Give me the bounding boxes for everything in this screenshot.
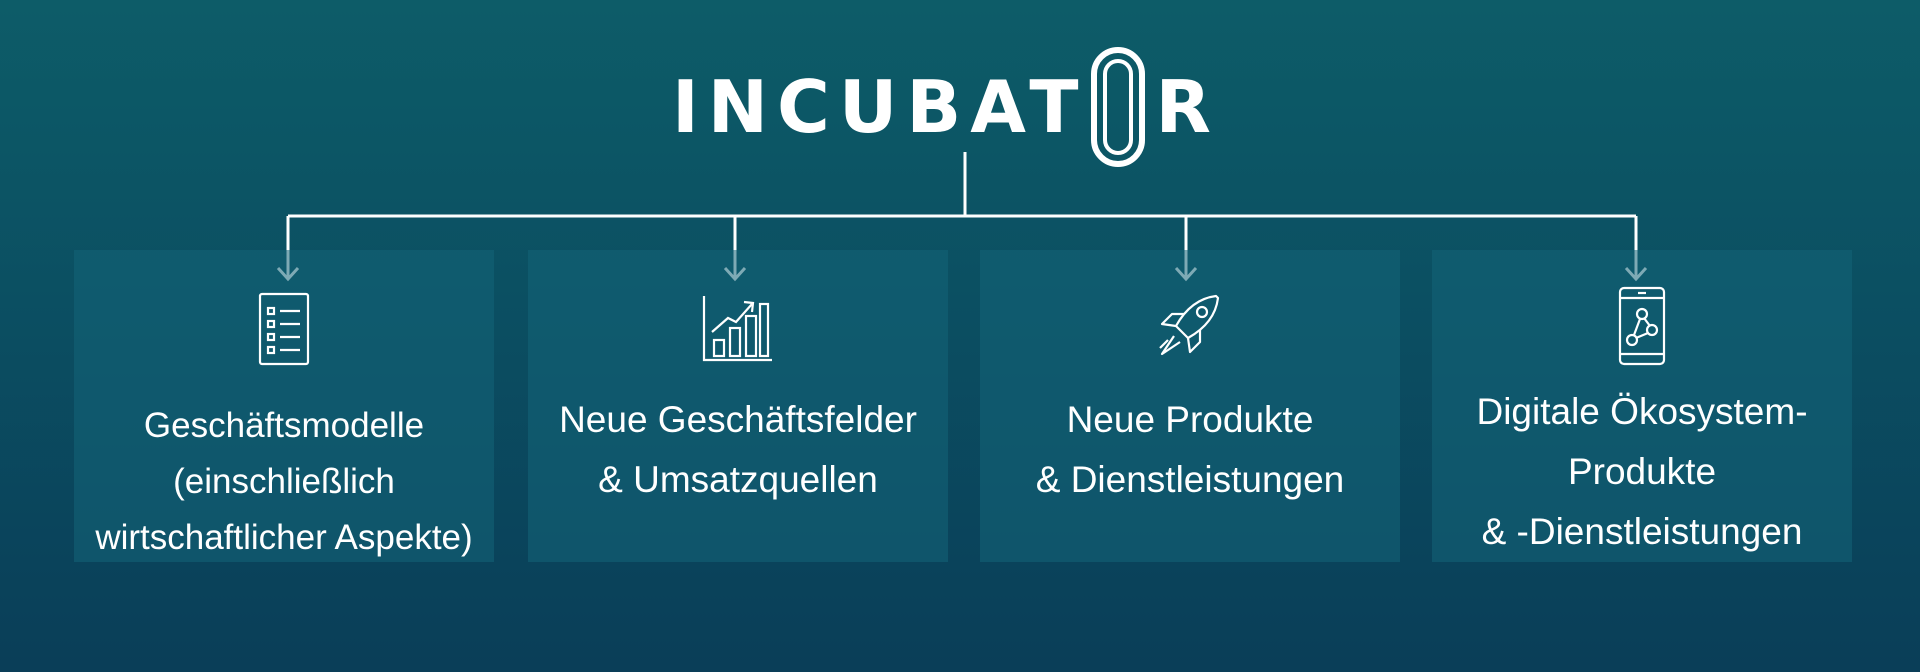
box-1-line-1: Geschäftsmodelle — [143, 406, 425, 445]
growth-chart-icon — [702, 296, 772, 362]
box-3-line-2: & Dienstleistungen — [1035, 459, 1345, 500]
box-geschaeftsmodelle: Geschäftsmodelle (einschließlich wirtsch… — [74, 250, 494, 562]
box-produkte: Neue Produkte & Dienstleistungen — [980, 250, 1400, 562]
box-1-line-2: (einschließlich — [173, 462, 395, 501]
box-4-line-1: Digitale Ökosystem- — [1476, 391, 1808, 432]
box-1-label: Geschäftsmodelle (einschließlich wirtsch… — [74, 398, 494, 566]
logo-text-start: INCUBAT — [672, 65, 1088, 149]
checklist-icon — [258, 292, 310, 366]
logo-text-end: R — [1155, 65, 1220, 149]
box-2-line-2: & Umsatzquellen — [598, 459, 878, 500]
box-oekosystem: Digitale Ökosystem- Produkte & -Dienstle… — [1432, 250, 1852, 562]
box-3-line-1: Neue Produkte — [1066, 399, 1314, 440]
box-4-line-3: & -Dienstleistungen — [1481, 511, 1803, 552]
box-2-label: Neue Geschäftsfelder & Umsatzquellen — [528, 390, 948, 510]
box-1-line-3: wirtschaftlicher Aspekte) — [95, 518, 473, 557]
incubator-logo: INCUBAT R — [672, 44, 1252, 170]
mobile-network-icon — [1618, 286, 1666, 366]
rocket-icon — [1159, 294, 1220, 356]
box-2-line-1: Neue Geschäftsfelder — [559, 399, 917, 440]
box-4-label: Digitale Ökosystem- Produkte & -Dienstle… — [1432, 382, 1852, 562]
box-geschaeftsfelder: Neue Geschäftsfelder & Umsatzquellen — [528, 250, 948, 562]
box-3-label: Neue Produkte & Dienstleistungen — [980, 390, 1400, 510]
logo-o-ring-icon — [1091, 47, 1146, 167]
box-4-line-2: Produkte — [1567, 451, 1717, 492]
